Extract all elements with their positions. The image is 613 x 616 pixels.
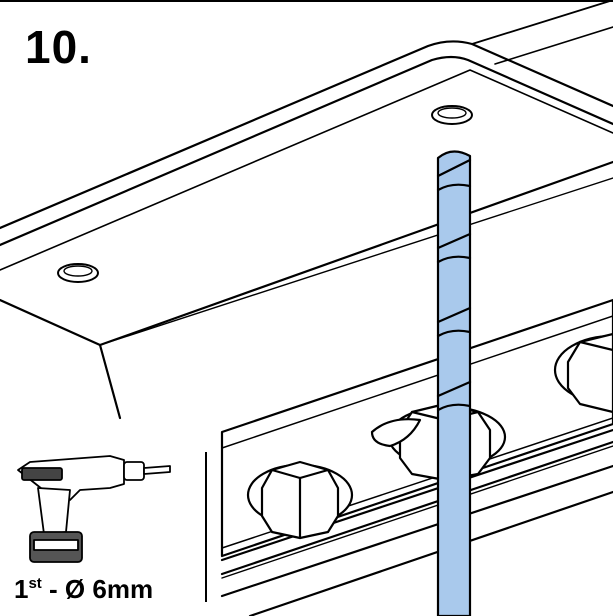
divider	[205, 452, 207, 602]
caption-number: 1	[14, 574, 29, 604]
drill-bit	[436, 150, 472, 616]
tabletop-holes	[57, 105, 473, 283]
hex-bolt-left	[246, 460, 354, 540]
hex-bolt-right	[553, 332, 613, 414]
drill-size-caption: 1st - Ø 6mm	[14, 568, 153, 605]
hole-icon	[57, 263, 99, 283]
cordless-drill-icon	[17, 455, 171, 563]
caption-ordinal: st	[28, 575, 42, 592]
top-rule	[0, 0, 613, 2]
step-number: 10.	[25, 21, 92, 73]
caption-diameter: - Ø 6mm	[41, 574, 154, 604]
hole-icon	[431, 105, 473, 125]
